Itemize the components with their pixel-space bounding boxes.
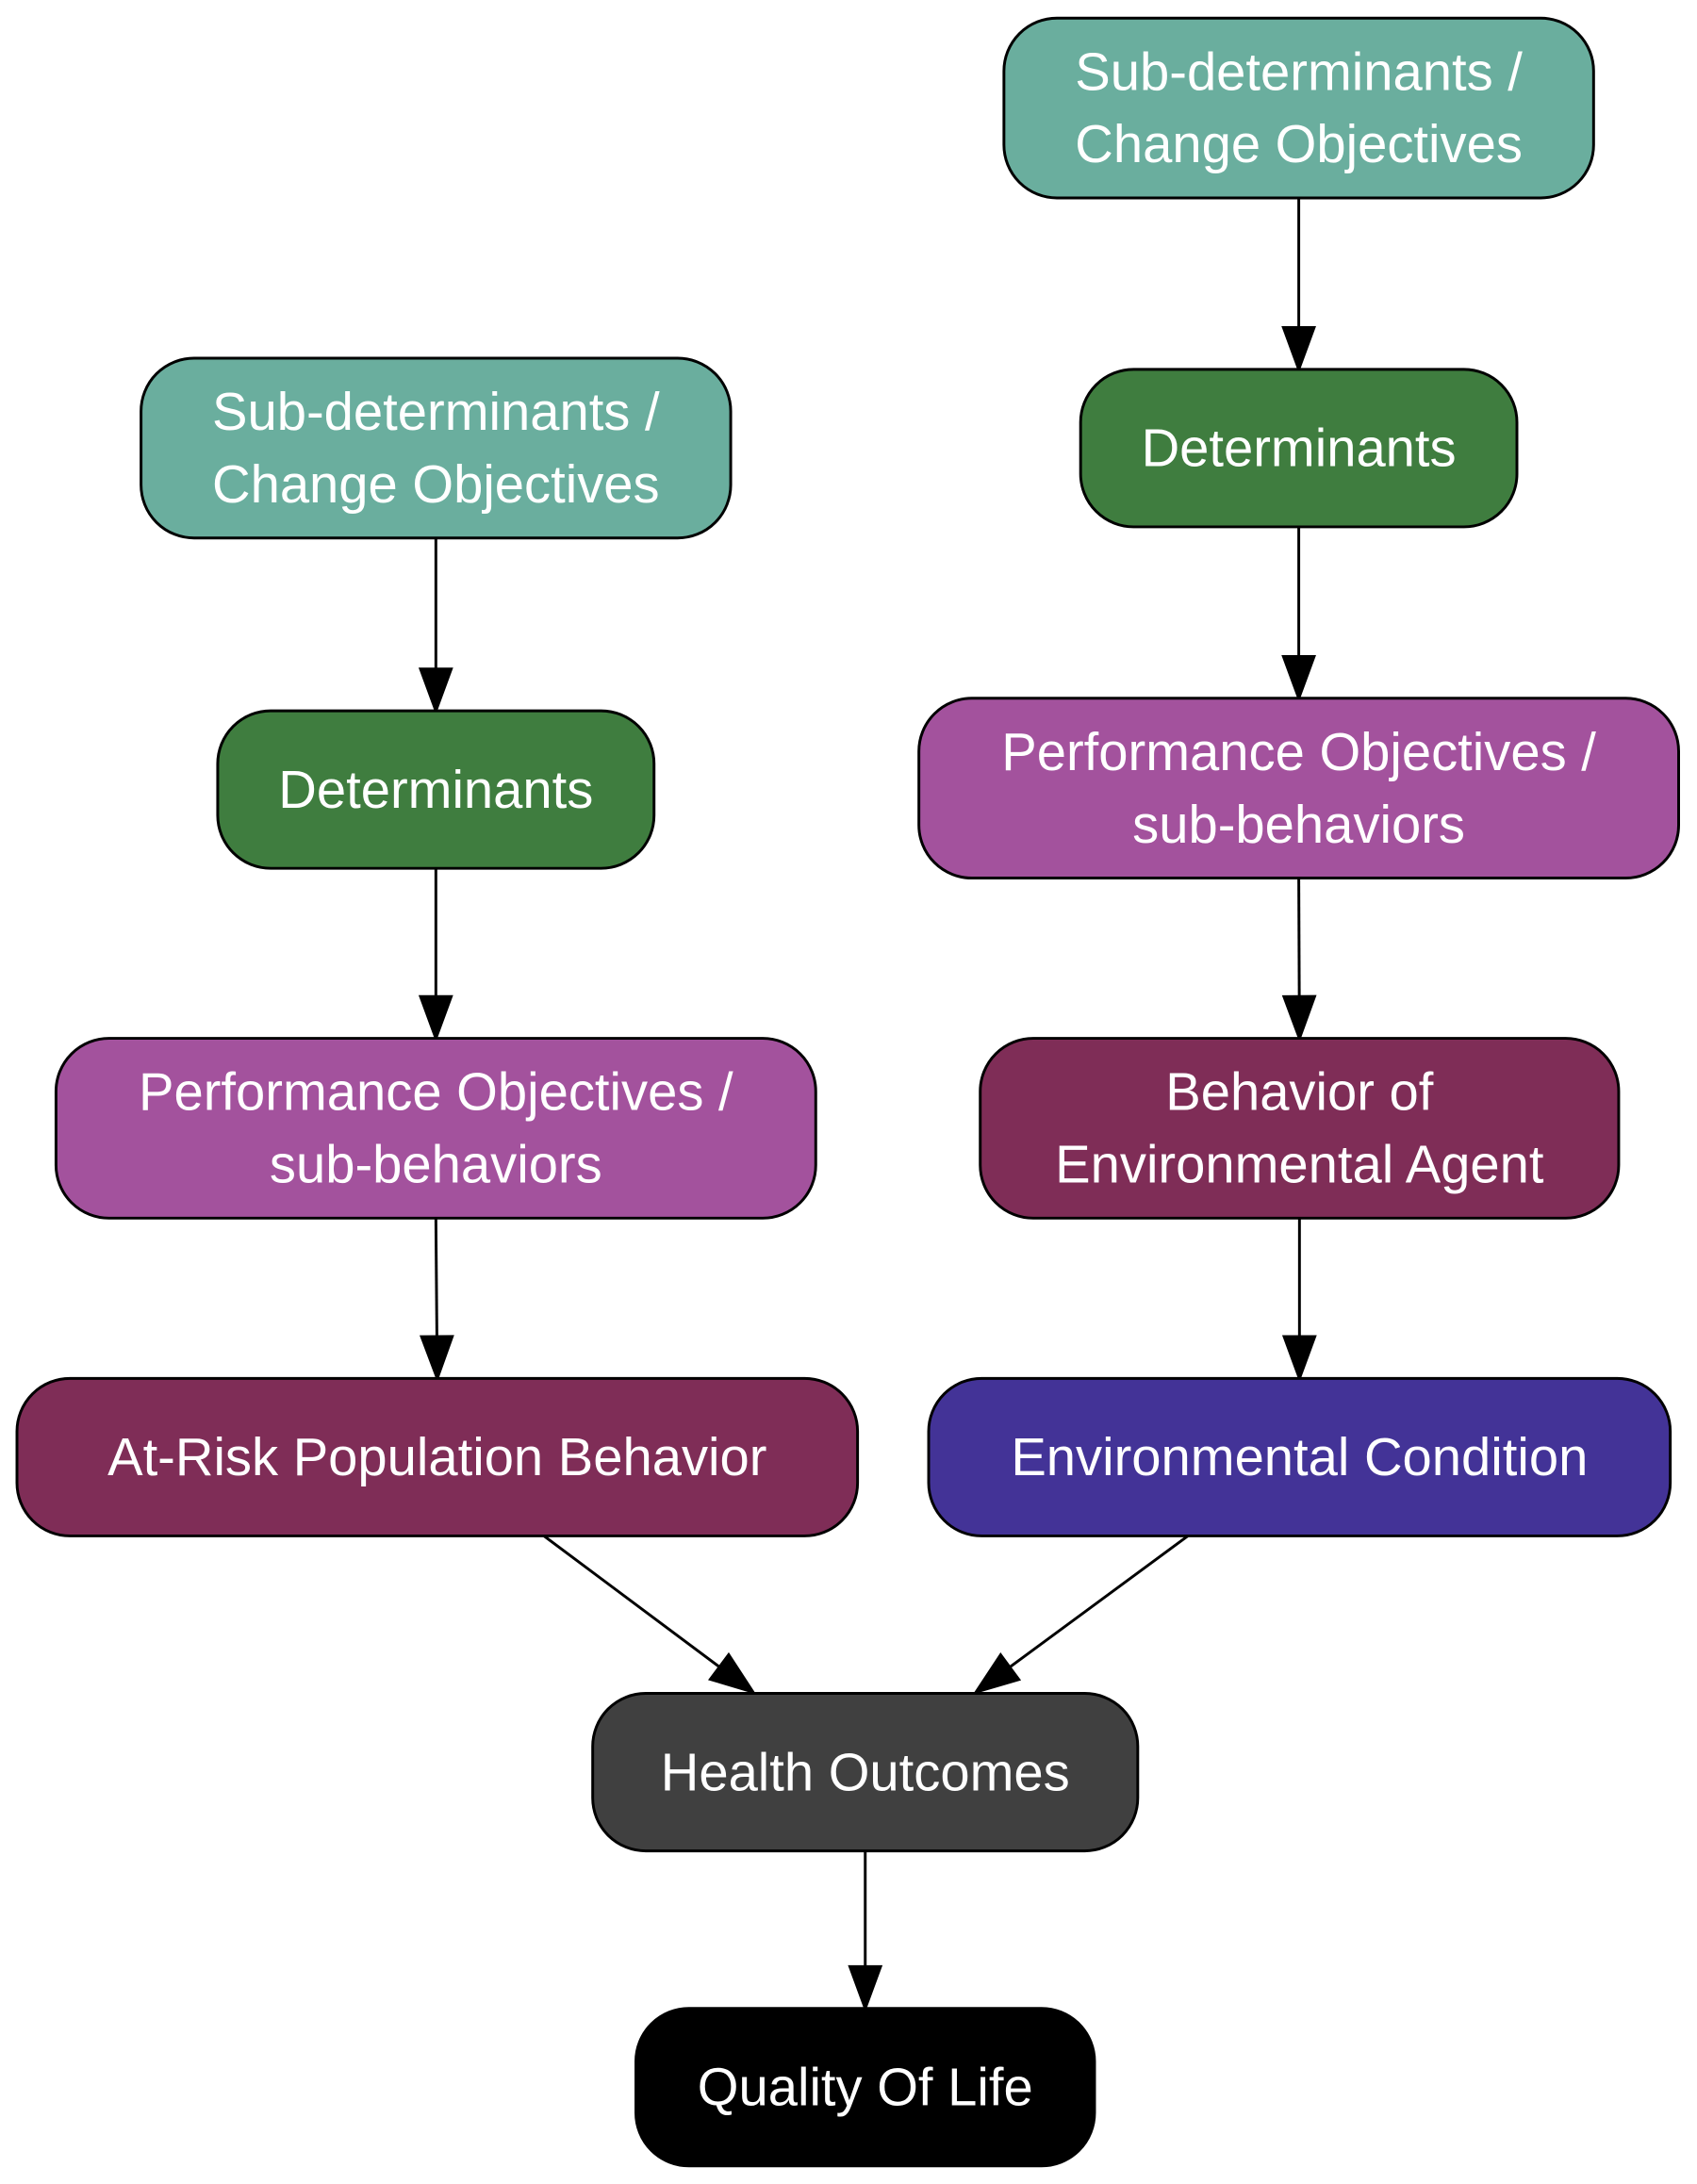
node-perf-right[interactable]: Performance Objectives / sub-behaviors	[917, 697, 1680, 880]
edge-line	[1297, 878, 1301, 1000]
node-label: Environmental Condition	[1011, 1427, 1588, 1486]
arrowhead-icon	[972, 1652, 1022, 1695]
edge-at_risk-to-health	[543, 1535, 757, 1695]
edge-line	[543, 1535, 723, 1670]
node-label: Health Outcomes	[661, 1742, 1070, 1801]
node-label: Behavior of	[1165, 1062, 1434, 1122]
edges-layer	[418, 197, 1317, 2012]
node-box	[216, 709, 656, 870]
edge-env_agent-to-env_cond	[1281, 1218, 1317, 1383]
node-det-left[interactable]: Determinants	[216, 709, 656, 870]
node-box	[979, 1037, 1621, 1220]
arrowhead-icon	[418, 994, 453, 1043]
node-env-agent[interactable]: Behavior of Environmental Agent	[979, 1037, 1621, 1220]
node-qol[interactable]: Quality Of Life	[634, 2007, 1096, 2168]
node-box	[1079, 368, 1519, 529]
node-label: Performance Objectives /	[139, 1062, 733, 1122]
arrowhead-icon	[1281, 994, 1317, 1043]
edge-sub_left-to-det_left	[418, 537, 453, 715]
arrowhead-icon	[1281, 654, 1316, 703]
node-det-right[interactable]: Determinants	[1079, 368, 1519, 529]
arrowhead-icon	[1281, 1335, 1317, 1383]
arrowhead-icon	[420, 1335, 454, 1383]
node-box	[917, 697, 1680, 880]
node-health[interactable]: Health Outcomes	[591, 1692, 1140, 1853]
node-label: Determinants	[278, 760, 593, 819]
edge-line	[1006, 1535, 1189, 1670]
node-box	[54, 1037, 817, 1220]
node-label: sub-behaviors	[270, 1135, 602, 1194]
arrowhead-icon	[1281, 325, 1316, 374]
node-label: Sub-determinants /	[212, 382, 660, 441]
edge-det_left-to-perf_left	[418, 868, 453, 1043]
node-box	[15, 1376, 860, 1537]
node-label: Environmental Agent	[1055, 1135, 1544, 1194]
node-label: Determinants	[1142, 419, 1457, 478]
node-at-risk[interactable]: At-Risk Population Behavior	[15, 1376, 860, 1537]
node-label: Change Objectives	[212, 454, 660, 514]
edge-env_cond-to-health	[972, 1535, 1189, 1695]
edge-perf_left-to-at_risk	[420, 1218, 454, 1383]
node-perf-left[interactable]: Performance Objectives / sub-behaviors	[54, 1037, 817, 1220]
node-label: At-Risk Population Behavior	[107, 1427, 766, 1486]
node-box	[591, 1692, 1140, 1853]
node-box	[140, 356, 733, 540]
edge-sub_right-to-det_right	[1281, 197, 1316, 374]
nodes-layer: Sub-determinants /Change ObjectivesDeter…	[15, 16, 1680, 2168]
node-sub-left[interactable]: Sub-determinants / Change Objectives	[140, 356, 733, 540]
node-env-cond[interactable]: Environmental Condition	[927, 1376, 1672, 1537]
node-box	[1002, 16, 1595, 200]
node-label: Sub-determinants /	[1075, 41, 1523, 101]
edge-line	[434, 1218, 438, 1339]
arrowhead-icon	[418, 667, 453, 715]
arrowhead-icon	[848, 1964, 883, 2012]
edge-det_right-to-perf_right	[1281, 526, 1316, 703]
edge-perf_right-to-env_agent	[1281, 878, 1317, 1043]
edge-health-to-qol	[848, 1850, 883, 2012]
node-sub-right[interactable]: Sub-determinants / Change Objectives	[1002, 16, 1595, 200]
node-label: Performance Objectives /	[1001, 722, 1596, 781]
node-box	[634, 2007, 1096, 2168]
arrowhead-icon	[707, 1651, 757, 1695]
node-box	[927, 1376, 1672, 1537]
node-label: Quality Of Life	[698, 2057, 1033, 2116]
node-label: sub-behaviors	[1132, 795, 1465, 854]
node-label: Change Objectives	[1075, 114, 1523, 173]
